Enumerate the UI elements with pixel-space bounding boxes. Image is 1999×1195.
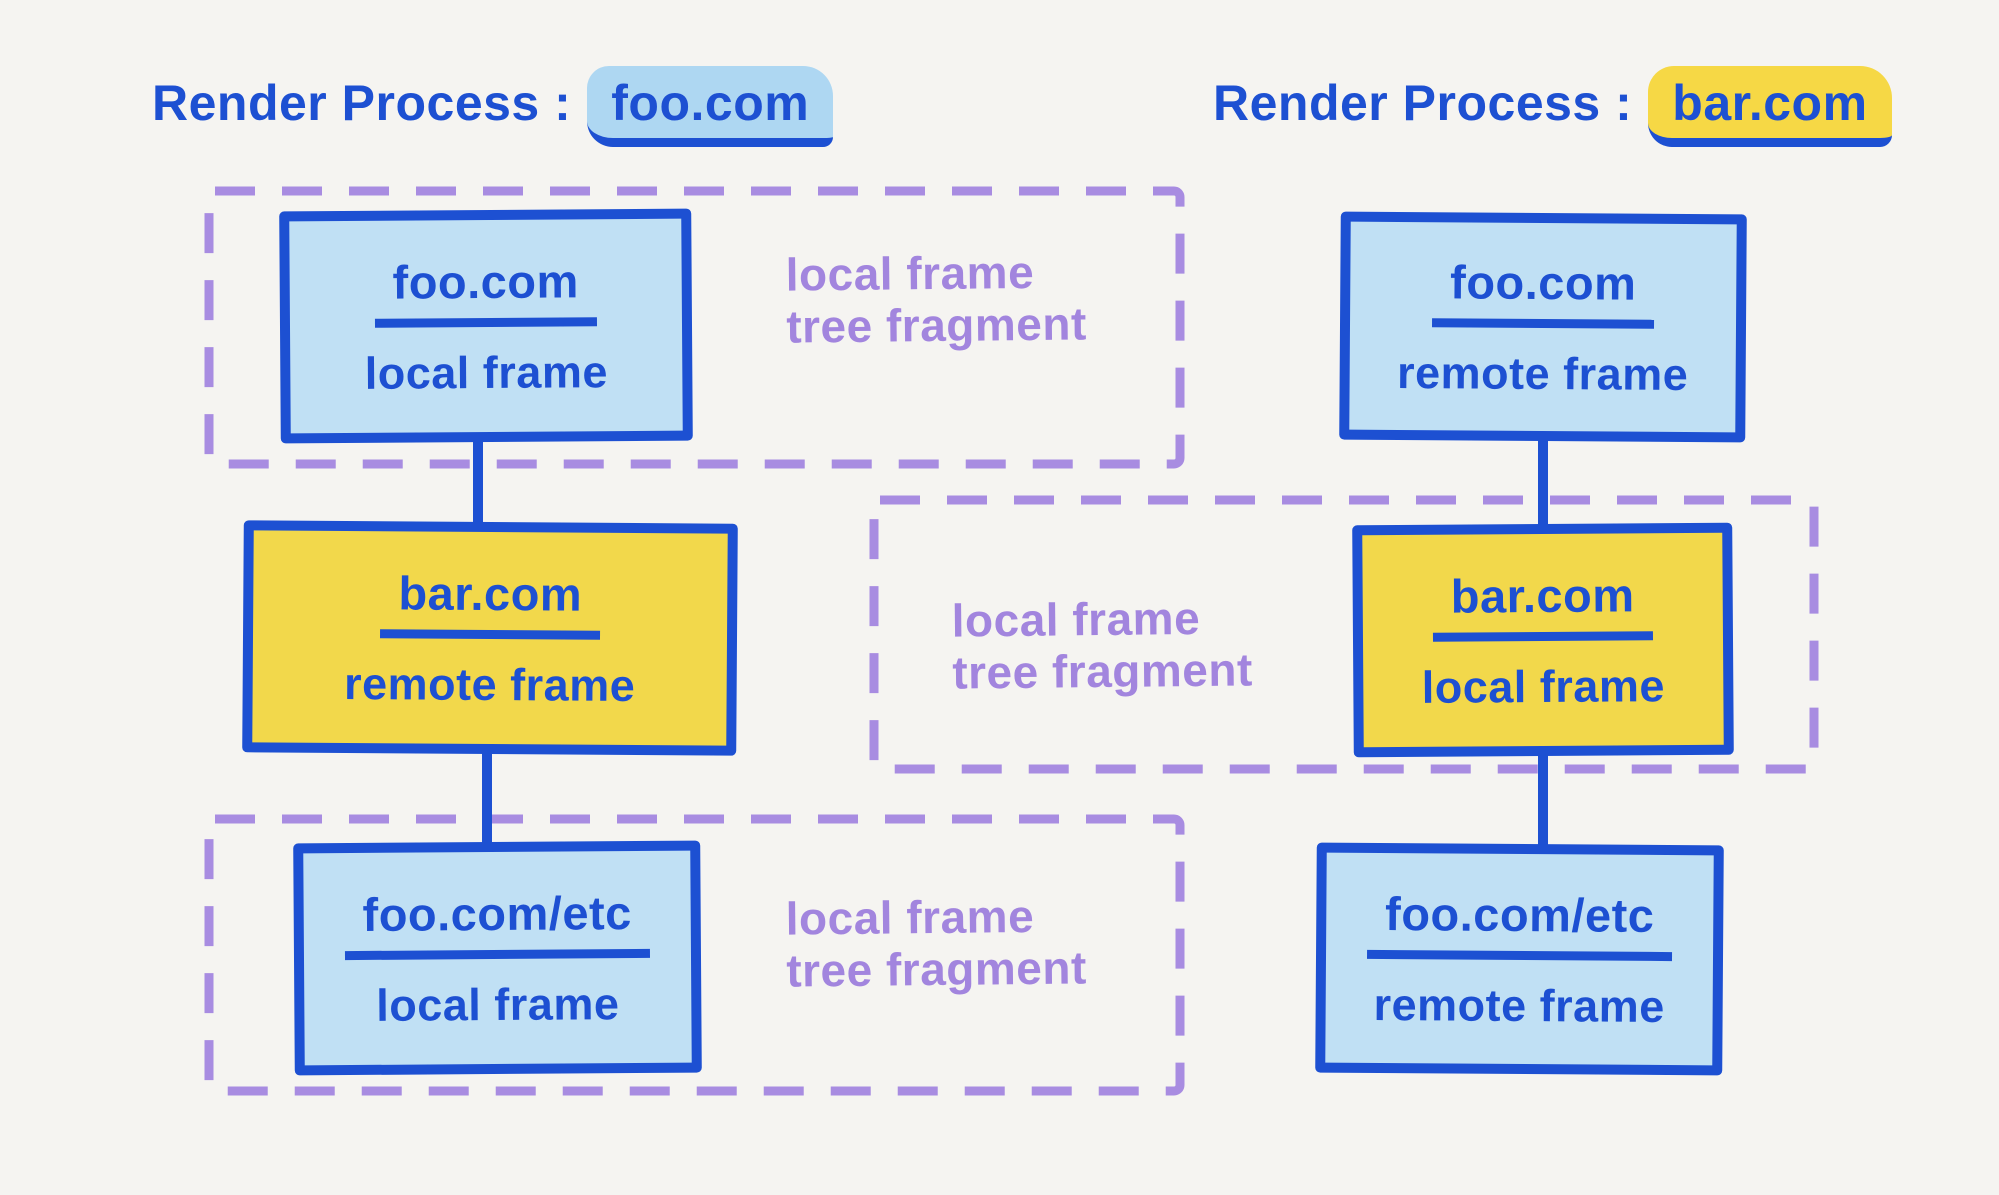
frame-node-bar-local: bar.com local frame	[1352, 522, 1734, 758]
render-process-domain-foo: foo.com	[587, 66, 834, 147]
frame-node-domain: foo.com	[374, 252, 598, 328]
frame-node-domain: foo.com/etc	[344, 884, 651, 960]
frame-node-type: remote frame	[1373, 978, 1665, 1032]
render-process-domain-bar: bar.com	[1648, 66, 1892, 147]
tree-edge	[1538, 750, 1548, 850]
fragment-label: local frame tree fragment	[785, 246, 1087, 353]
local-frame-tree-fragment-outline-bottom-left	[204, 814, 1185, 1096]
render-process-title-bar: Render Process : bar.com	[1213, 66, 1892, 147]
frame-node-foo-etc-remote: foo.com/etc remote frame	[1315, 842, 1724, 1076]
frame-node-domain: bar.com	[380, 564, 601, 640]
render-process-title-prefix: Render Process :	[1213, 75, 1633, 131]
frame-node-domain: foo.com/etc	[1366, 885, 1673, 961]
frame-node-foo-remote: foo.com remote frame	[1339, 211, 1747, 443]
tree-edge	[482, 748, 492, 848]
frame-node-domain: bar.com	[1432, 566, 1653, 642]
frame-node-foo-local: foo.com local frame	[279, 208, 693, 444]
fragment-label-line: tree fragment	[951, 643, 1253, 699]
render-process-title-prefix: Render Process :	[152, 75, 572, 131]
fragment-label-line: local frame	[951, 591, 1201, 647]
tree-edge	[473, 436, 483, 530]
local-frame-tree-fragment-outline-top-left	[204, 186, 1185, 469]
tree-edge	[1538, 435, 1548, 530]
fragment-label: local frame tree fragment	[785, 890, 1087, 997]
fragment-label-line: tree fragment	[785, 941, 1087, 997]
fragment-label-line: local frame	[785, 245, 1035, 301]
frame-node-foo-etc-local: foo.com/etc local frame	[293, 840, 702, 1076]
frame-node-type: local frame	[376, 977, 620, 1031]
frame-node-type: remote frame	[343, 657, 636, 711]
frame-node-bar-remote: bar.com remote frame	[242, 520, 738, 756]
render-process-title-foo: Render Process : foo.com	[152, 66, 834, 147]
fragment-label: local frame tree fragment	[951, 592, 1253, 699]
fragment-label-line: tree fragment	[785, 297, 1087, 353]
frame-node-type: local frame	[1421, 659, 1666, 713]
frame-node-type: remote frame	[1396, 346, 1689, 400]
frame-node-domain: foo.com	[1431, 253, 1655, 329]
fragment-label-line: local frame	[785, 889, 1035, 945]
frame-node-type: local frame	[364, 345, 609, 399]
